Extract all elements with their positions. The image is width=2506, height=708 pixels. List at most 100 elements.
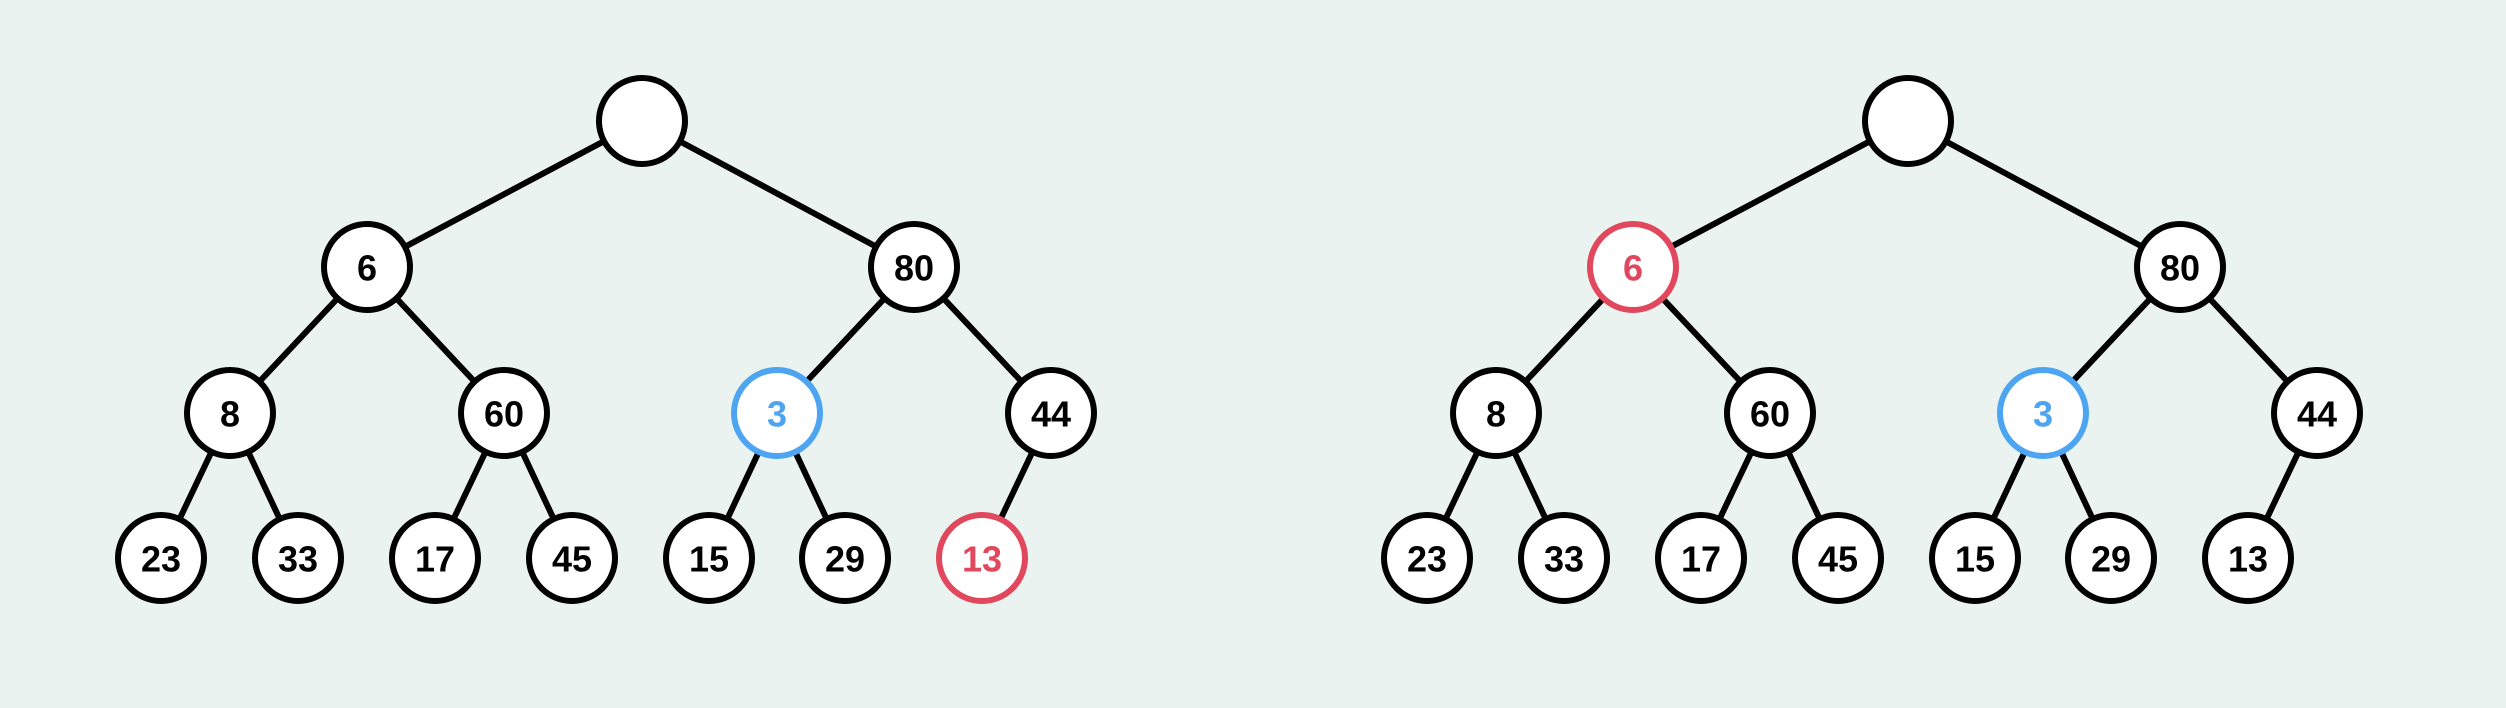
node-circle <box>1792 512 1884 604</box>
edge-n60-n17 <box>1716 448 1755 523</box>
node-label: 8 <box>220 394 240 435</box>
node-label: 33 <box>1544 539 1584 580</box>
tree-node-n33: 33 <box>1518 512 1610 604</box>
tree-node-n80: 80 <box>868 221 960 313</box>
node-circle <box>321 221 413 313</box>
edge-root-n80 <box>1942 138 2146 250</box>
edge-n80-n44 <box>2206 295 2291 385</box>
edge-n8-n23 <box>176 448 215 523</box>
tree-node-root <box>596 75 688 167</box>
tree-node-n23: 23 <box>115 512 207 604</box>
tree-node-n60: 60 <box>1724 367 1816 459</box>
edge-root-n6 <box>1667 138 1874 250</box>
node-label: 13 <box>962 539 1002 580</box>
node-label: 6 <box>1623 248 1643 289</box>
tree-node-n23: 23 <box>1381 512 1473 604</box>
tree-node-n29: 29 <box>2065 512 2157 604</box>
edge-n6-n8 <box>1522 295 1607 385</box>
node-label: 6 <box>357 248 377 289</box>
tree-node-n17: 17 <box>1655 512 1747 604</box>
edge-n6-n60 <box>393 295 478 385</box>
tree-node-n13: 13 <box>2202 512 2294 604</box>
node-circle <box>1655 512 1747 604</box>
node-label: 33 <box>278 539 318 580</box>
right-tree: 6 80 8 60 3 44 23 33 17 45 15 29 13 <box>1381 75 2363 604</box>
tree-node-n13: 13 <box>936 512 1028 604</box>
tree-node-n15: 15 <box>1929 512 2021 604</box>
node-label: 45 <box>1818 539 1858 580</box>
node-label: 29 <box>2091 539 2131 580</box>
edge-n60-n17 <box>450 448 489 523</box>
node-label: 80 <box>2160 248 2200 289</box>
tree-node-n33: 33 <box>252 512 344 604</box>
edge-n8-n23 <box>1442 448 1481 523</box>
edge-n3-n15 <box>1990 448 2028 523</box>
node-label: 13 <box>2228 539 2268 580</box>
node-label: 8 <box>1486 394 1506 435</box>
edge-n80-n3 <box>2069 295 2154 385</box>
node-circle <box>389 512 481 604</box>
node-label: 23 <box>141 539 181 580</box>
tree-node-n44: 44 <box>2271 367 2363 459</box>
node-circle <box>1381 512 1473 604</box>
node-circle <box>596 75 688 167</box>
edge-n8-n33 <box>1511 448 1549 523</box>
node-label: 17 <box>1681 539 1721 580</box>
node-circle <box>1724 367 1816 459</box>
node-label: 60 <box>484 394 524 435</box>
tree-node-n6: 6 <box>1587 221 1679 313</box>
edge-n80-n44 <box>940 295 1025 385</box>
tree-node-n45: 45 <box>526 512 618 604</box>
node-circle <box>731 367 823 459</box>
node-circle <box>1929 512 2021 604</box>
edge-n6-n8 <box>256 295 341 385</box>
node-label: 3 <box>767 394 787 435</box>
edge-root-n6 <box>401 138 608 250</box>
node-label: 29 <box>825 539 865 580</box>
edge-n3-n29 <box>792 448 830 523</box>
node-circle <box>1587 221 1679 313</box>
tree-node-n15: 15 <box>663 512 755 604</box>
tree-node-n6: 6 <box>321 221 413 313</box>
node-circle <box>1862 75 1954 167</box>
node-circle <box>1005 367 1097 459</box>
node-label: 15 <box>1955 539 1995 580</box>
node-label: 45 <box>552 539 592 580</box>
tree-node-n45: 45 <box>1792 512 1884 604</box>
node-circle <box>115 512 207 604</box>
tree-node-n3: 3 <box>731 367 823 459</box>
node-label: 44 <box>2297 394 2337 435</box>
tree-node-n80: 80 <box>2134 221 2226 313</box>
node-circle <box>252 512 344 604</box>
node-circle <box>1997 367 2089 459</box>
edge-n80-n3 <box>803 295 888 385</box>
edge-n60-n45 <box>1785 448 1823 523</box>
node-circle <box>799 512 891 604</box>
tree-node-n8: 8 <box>184 367 276 459</box>
node-label: 80 <box>894 248 934 289</box>
node-label: 17 <box>415 539 455 580</box>
tree-node-root <box>1862 75 1954 167</box>
node-circle <box>2202 512 2294 604</box>
node-circle <box>2134 221 2226 313</box>
node-label: 23 <box>1407 539 1447 580</box>
node-circle <box>458 367 550 459</box>
node-circle <box>184 367 276 459</box>
tree-node-n3: 3 <box>1997 367 2089 459</box>
tree-node-n17: 17 <box>389 512 481 604</box>
node-label: 60 <box>1750 394 1790 435</box>
node-label: 15 <box>689 539 729 580</box>
tree-node-n44: 44 <box>1005 367 1097 459</box>
edge-n3-n29 <box>2058 448 2096 523</box>
edge-n44-n13 <box>2263 448 2302 523</box>
node-circle <box>1518 512 1610 604</box>
edge-root-n80 <box>676 138 880 250</box>
node-circle <box>936 512 1028 604</box>
edge-n8-n33 <box>245 448 283 523</box>
tree-node-n60: 60 <box>458 367 550 459</box>
tree-node-n29: 29 <box>799 512 891 604</box>
edge-n6-n60 <box>1659 295 1744 385</box>
node-circle <box>1450 367 1542 459</box>
node-label: 44 <box>1031 394 1071 435</box>
node-circle <box>2065 512 2157 604</box>
